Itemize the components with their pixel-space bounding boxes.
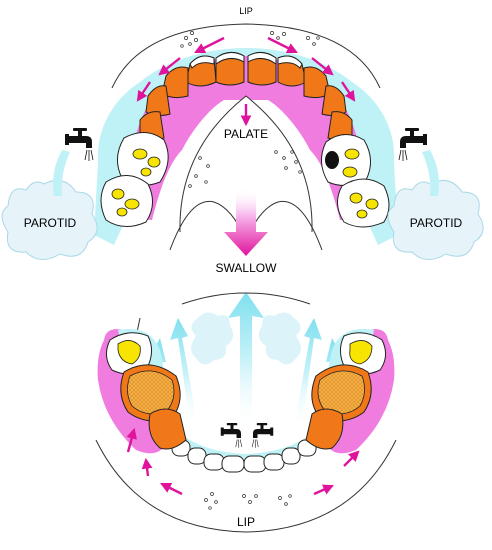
tongue-outline (181, 292, 311, 305)
lower-right-molars (305, 332, 386, 450)
parotid-left-label: PAROTID (24, 216, 77, 230)
upper-palate-tissue (127, 56, 365, 220)
right-saliva-stream (422, 150, 439, 196)
lower-flow-arrows (126, 427, 360, 496)
upper-arch (94, 23, 398, 256)
lip-top-label: LIP (239, 6, 253, 16)
parotid-right (387, 179, 484, 260)
left-saliva-stream (53, 150, 70, 196)
upper-lip-contour (111, 23, 381, 89)
lip-bottom-label: LIP (237, 515, 255, 529)
lower-bubbles (204, 492, 292, 510)
upper-front-teeth (139, 52, 353, 141)
upper-enamel (189, 52, 303, 69)
parotid-right-label: PAROTID (410, 216, 463, 230)
upper-right-molars (321, 134, 390, 228)
lower-left-molars (106, 332, 187, 450)
faucet-icon (64, 127, 94, 162)
lower-lip-contour (95, 439, 397, 533)
faucet-icon (398, 127, 428, 162)
upper-flow-arrows (136, 36, 356, 127)
swallow-arrow (224, 188, 268, 256)
palate-outline (179, 95, 313, 233)
palate-label: PALATE (224, 127, 268, 141)
lower-arch (95, 292, 397, 533)
upper-bubbles (180, 31, 320, 188)
lower-left-saliva-cloud (191, 312, 234, 365)
upper-left-molars (100, 132, 169, 227)
lower-right-saliva-cloud (258, 312, 301, 365)
swallow-label: SWALLOW (216, 261, 278, 275)
faucet-icon (220, 422, 243, 449)
faucet-icon (251, 422, 274, 449)
